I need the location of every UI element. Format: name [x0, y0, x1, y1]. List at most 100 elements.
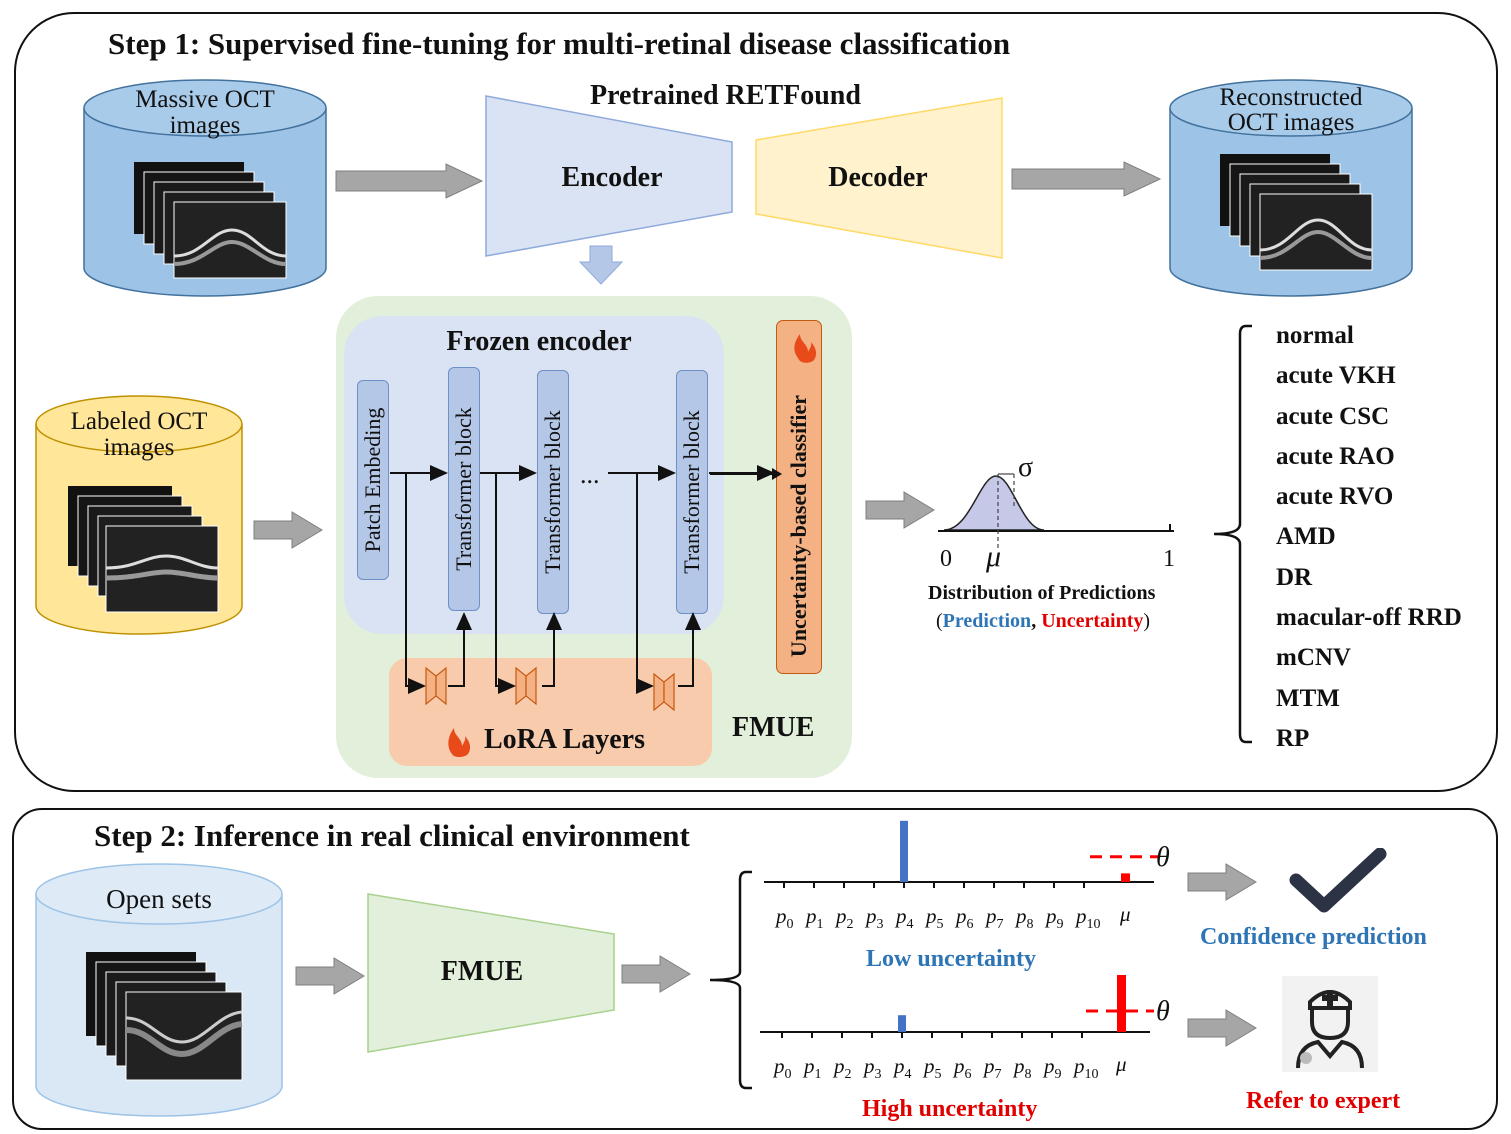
arrow-to-encoder	[335, 163, 484, 199]
class-item: acute CSC	[1276, 402, 1390, 430]
theta-high: θ	[1156, 996, 1170, 1027]
p-label-6: p6	[954, 1054, 972, 1083]
class-item: acute VKH	[1276, 362, 1396, 390]
p-label-9: p9	[1044, 1054, 1062, 1083]
p-subscript: 4	[906, 917, 914, 933]
tick-zero: 0	[940, 546, 952, 572]
p-subscript: 10	[1084, 1067, 1099, 1083]
low-uncertainty-chart	[764, 820, 1158, 888]
p-label-4: p4	[894, 1054, 912, 1083]
prediction-text: Prediction	[942, 610, 1032, 632]
low-uncertainty-label: Low uncertainty	[866, 946, 1036, 972]
bar-mu	[1121, 873, 1130, 882]
p-letter: p	[926, 904, 937, 928]
flame-icon-lora	[448, 728, 471, 757]
p-letter: p	[896, 904, 907, 928]
class-item: RP	[1276, 724, 1310, 752]
p-letter: p	[1046, 904, 1057, 928]
step2-brace	[709, 870, 752, 1090]
arrow-open-sets-to-fmue	[295, 957, 365, 995]
reconstructed-image-stack	[1220, 154, 1373, 271]
reconstructed-label-1: Reconstructed	[1219, 84, 1363, 111]
massive-oct-label-2: images	[169, 112, 241, 139]
checkmark-icon	[1289, 848, 1387, 913]
mu-axis-label: μ	[1116, 1052, 1127, 1076]
arrow-block-to-classifier	[710, 468, 782, 480]
p-label-5: p5	[926, 904, 944, 933]
p-label-5: p5	[924, 1054, 942, 1083]
p-letter: p	[804, 1054, 815, 1078]
p-label-3: p3	[864, 1054, 882, 1083]
comma-text: ,	[1031, 610, 1042, 632]
p-subscript: 1	[814, 1067, 822, 1083]
p-letter: p	[956, 904, 967, 928]
decoder-shape	[755, 97, 1003, 259]
class-item: acute RVO	[1276, 483, 1394, 511]
encoder-connectors	[390, 334, 817, 757]
massive-oct-label-1: Massive OCT	[135, 86, 275, 113]
p-subscript: 7	[994, 1067, 1002, 1083]
class-item: acute RAO	[1276, 442, 1395, 470]
p-label-2: p2	[836, 904, 854, 933]
transformer-block-n	[676, 370, 708, 614]
p-subscript: 5	[936, 917, 944, 933]
patch-embedding-block	[357, 380, 389, 580]
decoder-label: Decoder	[828, 162, 928, 193]
p-subscript: 0	[786, 917, 794, 933]
p-letter: p	[984, 1054, 995, 1078]
transformer-block-2	[537, 370, 569, 614]
p-label-2: p2	[834, 1054, 852, 1083]
p-label-6: p6	[956, 904, 974, 933]
p-letter: p	[1014, 1054, 1025, 1078]
lora-label: LoRA Layers	[484, 724, 645, 755]
class-brace	[1213, 324, 1252, 744]
encoder-label: Encoder	[561, 162, 663, 193]
doctor-icon	[1282, 976, 1378, 1072]
step1-title: Step 1: Supervised fine-tuning for multi…	[108, 26, 1011, 61]
frozen-encoder-label: Frozen encoder	[446, 326, 632, 357]
p-subscript: 0	[784, 1067, 792, 1083]
p-letter: p	[834, 1054, 845, 1078]
transformer-block-1	[448, 367, 480, 611]
p-subscript: 7	[996, 917, 1004, 933]
p-subscript: 9	[1054, 1067, 1062, 1083]
p-label-10: p10	[1074, 1054, 1099, 1083]
oct-image-stack	[134, 162, 287, 279]
p-label-0: p0	[774, 1054, 792, 1083]
p-subscript: 3	[876, 917, 884, 933]
p-subscript: 8	[1026, 917, 1034, 933]
p-subscript: 5	[934, 1067, 942, 1083]
p-subscript: 6	[964, 1067, 972, 1083]
classifier-block	[776, 320, 822, 674]
labeled-oct-label-2: images	[103, 434, 175, 461]
distribution-plot	[938, 473, 1174, 548]
paren-open: (	[936, 610, 943, 632]
p-subscript: 2	[846, 917, 854, 933]
p-letter: p	[894, 1054, 905, 1078]
class-item: AMD	[1276, 523, 1336, 551]
p-subscript: 4	[904, 1067, 912, 1083]
p-label-3: p3	[866, 904, 884, 933]
p-letter: p	[924, 1054, 935, 1078]
class-list: normal acute VKH acute CSC acute RAO acu…	[1276, 316, 1462, 759]
high-uncertainty-label: High uncertainty	[862, 1096, 1038, 1122]
open-sets-label: Open sets	[106, 884, 212, 914]
class-item: MTM	[1276, 684, 1340, 712]
class-item: mCNV	[1276, 644, 1351, 672]
paren-close: )	[1143, 610, 1151, 632]
p-letter: p	[986, 904, 997, 928]
p-subscript: 1	[816, 917, 824, 933]
open-sets-image-stack	[86, 952, 243, 1081]
class-item: DR	[1276, 563, 1313, 591]
tick-one: 1	[1163, 546, 1175, 572]
bar-mu	[1117, 975, 1126, 1032]
arrow-to-fmue	[253, 511, 323, 549]
p-subscript: 9	[1056, 917, 1064, 933]
p-subscript: 3	[874, 1067, 882, 1083]
bar-p4	[900, 820, 908, 882]
p-label-7: p7	[986, 904, 1004, 933]
fmue-label-step1: FMUE	[732, 712, 815, 743]
bar-p4	[898, 1015, 906, 1032]
p-letter: p	[1044, 1054, 1055, 1078]
